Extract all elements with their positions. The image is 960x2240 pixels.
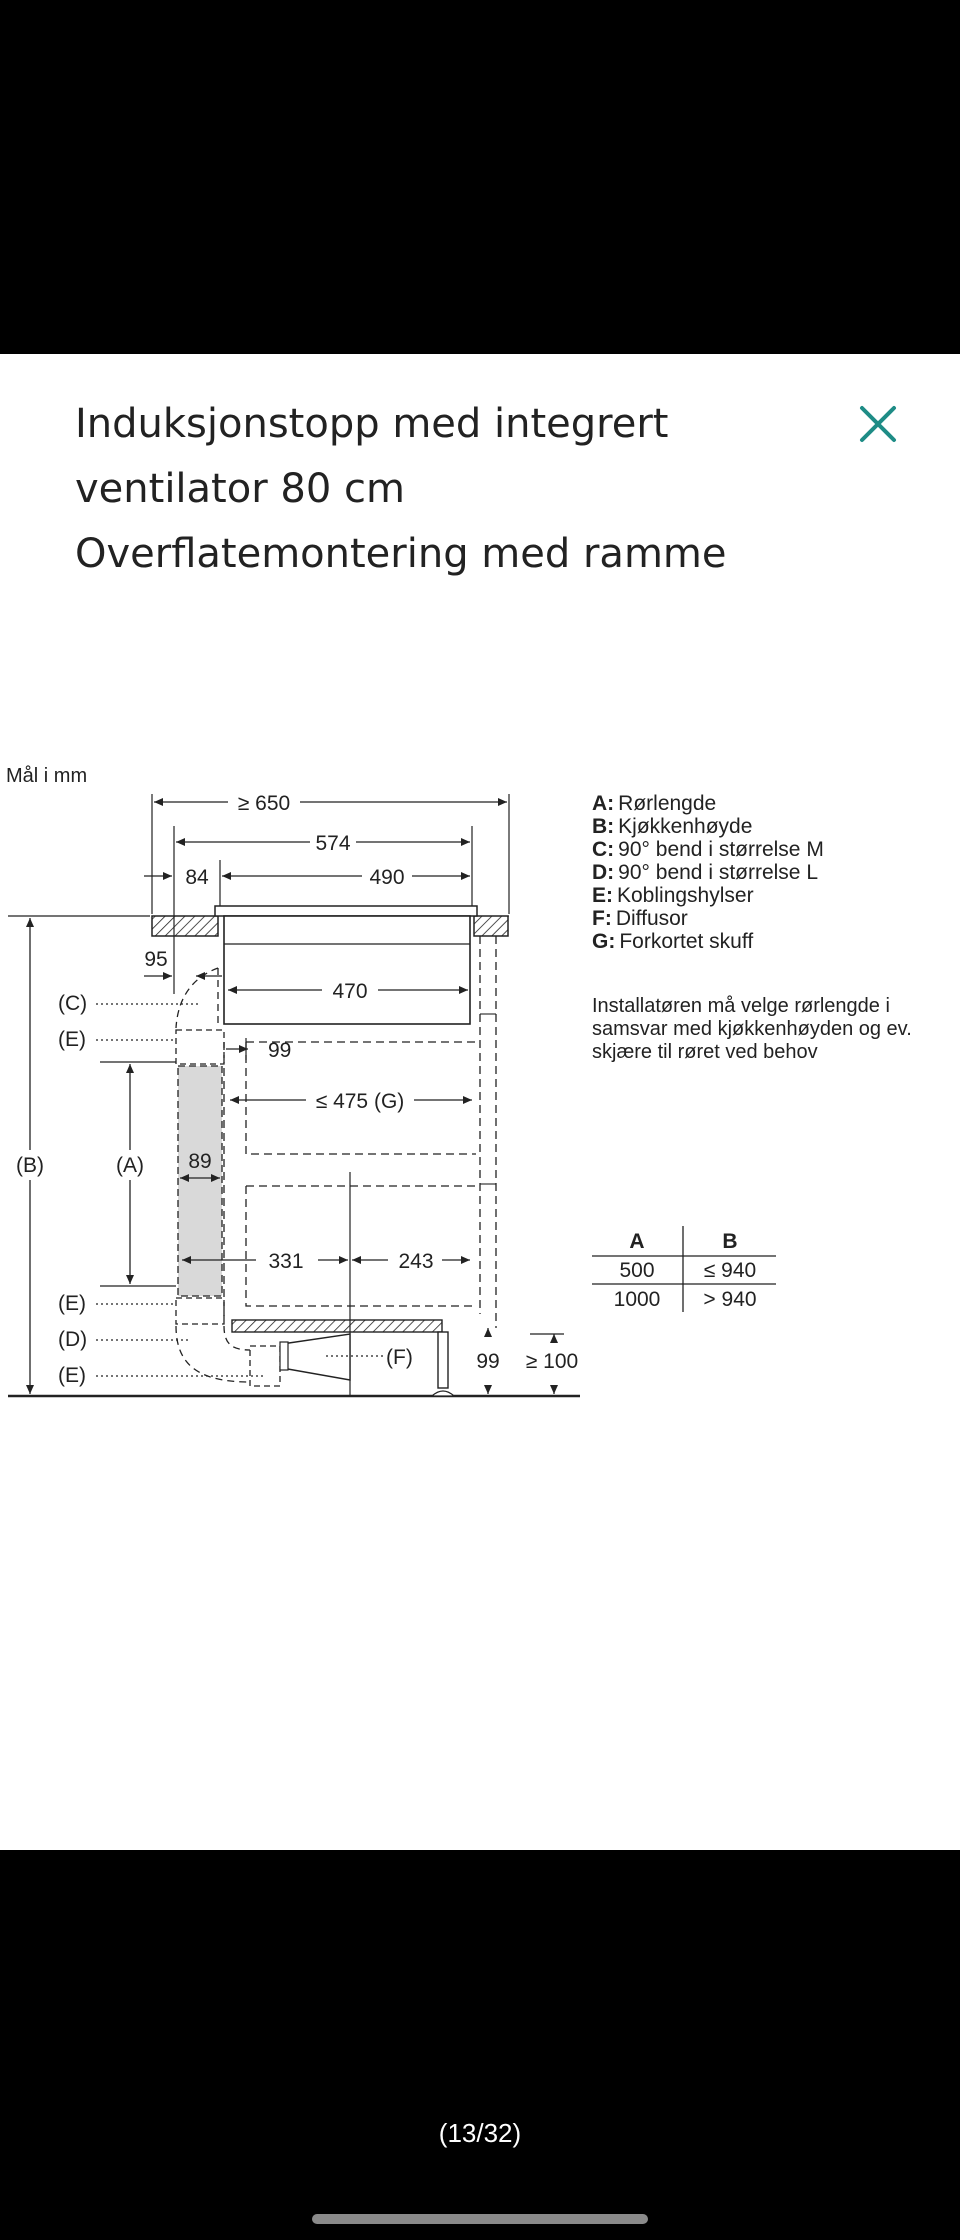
callout-f: (F) xyxy=(386,1346,413,1369)
dim-470: 470 xyxy=(332,980,367,1003)
home-indicator[interactable] xyxy=(312,2214,648,2224)
unit-label: Mål i mm xyxy=(6,765,87,787)
legend-text: Rørlengde xyxy=(618,792,716,815)
callout-e-bottom: (E) xyxy=(58,1364,86,1387)
legend-key: D: xyxy=(592,861,614,884)
svg-text:B:Kjøkkenhøyde: B:Kjøkkenhøyde xyxy=(592,815,752,838)
close-x-icon xyxy=(860,406,896,442)
callout-e-top: (E) xyxy=(58,1028,86,1051)
table-cell: ≤ 940 xyxy=(704,1259,756,1282)
close-button[interactable] xyxy=(852,398,904,450)
note-line-1: Installatøren må velge rørlengde i xyxy=(592,995,890,1017)
table-cell: > 940 xyxy=(703,1288,756,1311)
legend-text: Diffusor xyxy=(616,907,688,930)
svg-text:G:Forkortet skuff: G:Forkortet skuff xyxy=(592,930,753,953)
table-header-b: B xyxy=(722,1230,737,1253)
legend-text: Forkortet skuff xyxy=(619,930,753,953)
installation-diagram: Mål i mm ≥ 650 574 84 490 95 470 99 xyxy=(6,765,912,1398)
dim-plinth-99: 99 xyxy=(476,1350,499,1373)
dim-84: 84 xyxy=(185,866,209,889)
svg-text:A:Rørlengde: A:Rørlengde xyxy=(592,792,716,815)
title-line-3: Overflatemontering med ramme xyxy=(75,531,727,577)
title-line-1: Induksjonstopp med integrert xyxy=(75,401,669,447)
legend-key: C: xyxy=(592,838,614,861)
dim-574: 574 xyxy=(315,832,350,855)
dim-243: 243 xyxy=(398,1250,433,1273)
modal-sheet xyxy=(0,354,960,1850)
legend-key: A: xyxy=(592,792,614,815)
legend-key: F: xyxy=(592,907,612,930)
dim-89: 89 xyxy=(188,1150,211,1173)
dim-331: 331 xyxy=(268,1250,303,1273)
dim-99: 99 xyxy=(268,1039,291,1062)
svg-text:C:90° bend i størrelse M: C:90° bend i størrelse M xyxy=(592,838,824,861)
legend-key: B: xyxy=(592,815,614,838)
legend-text: Kjøkkenhøyde xyxy=(618,815,752,838)
dim-95: 95 xyxy=(144,948,167,971)
legend-key: G: xyxy=(592,930,615,953)
installer-note: Installatøren må velge rørlengde i samsv… xyxy=(592,995,912,1063)
dim-overall-min: ≥ 650 xyxy=(238,792,290,815)
callout-d: (D) xyxy=(58,1328,87,1351)
table-cell: 1000 xyxy=(614,1288,661,1311)
note-line-3: skjære til røret ved behov xyxy=(592,1041,818,1063)
legend: A:Rørlengde B:Kjøkkenhøyde C:90° bend i … xyxy=(592,792,824,953)
svg-text:F:Diffusor: F:Diffusor xyxy=(592,907,688,930)
table-header-a: A xyxy=(629,1230,644,1253)
title-line-2: ventilator 80 cm xyxy=(75,466,405,512)
dim-drawer-g: ≤ 475 (G) xyxy=(316,1090,405,1113)
page-title: Induksjonstopp med integrert ventilator … xyxy=(75,392,835,587)
legend-text: 90° bend i størrelse M xyxy=(618,838,824,861)
dim-plinth-min: ≥ 100 xyxy=(526,1350,578,1373)
note-line-2: samsvar med kjøkkenhøyden og ev. xyxy=(592,1018,912,1040)
callout-e-mid: (E) xyxy=(58,1292,86,1315)
svg-text:D:90° bend i størrelse L: D:90° bend i størrelse L xyxy=(592,861,818,884)
legend-text: 90° bend i størrelse L xyxy=(618,861,818,884)
svg-text:E:Koblingshylser: E:Koblingshylser xyxy=(592,884,754,907)
callout-b: (B) xyxy=(16,1154,44,1177)
page-counter: (13/32) xyxy=(438,2118,522,2148)
table-cell: 500 xyxy=(619,1259,654,1282)
length-table: A B 500 ≤ 940 1000 > 940 xyxy=(592,1226,776,1312)
legend-key: E: xyxy=(592,884,613,907)
callout-a: (A) xyxy=(116,1154,144,1177)
legend-text: Koblingshylser xyxy=(617,884,754,907)
callout-c: (C) xyxy=(58,992,87,1015)
dim-490: 490 xyxy=(369,866,404,889)
